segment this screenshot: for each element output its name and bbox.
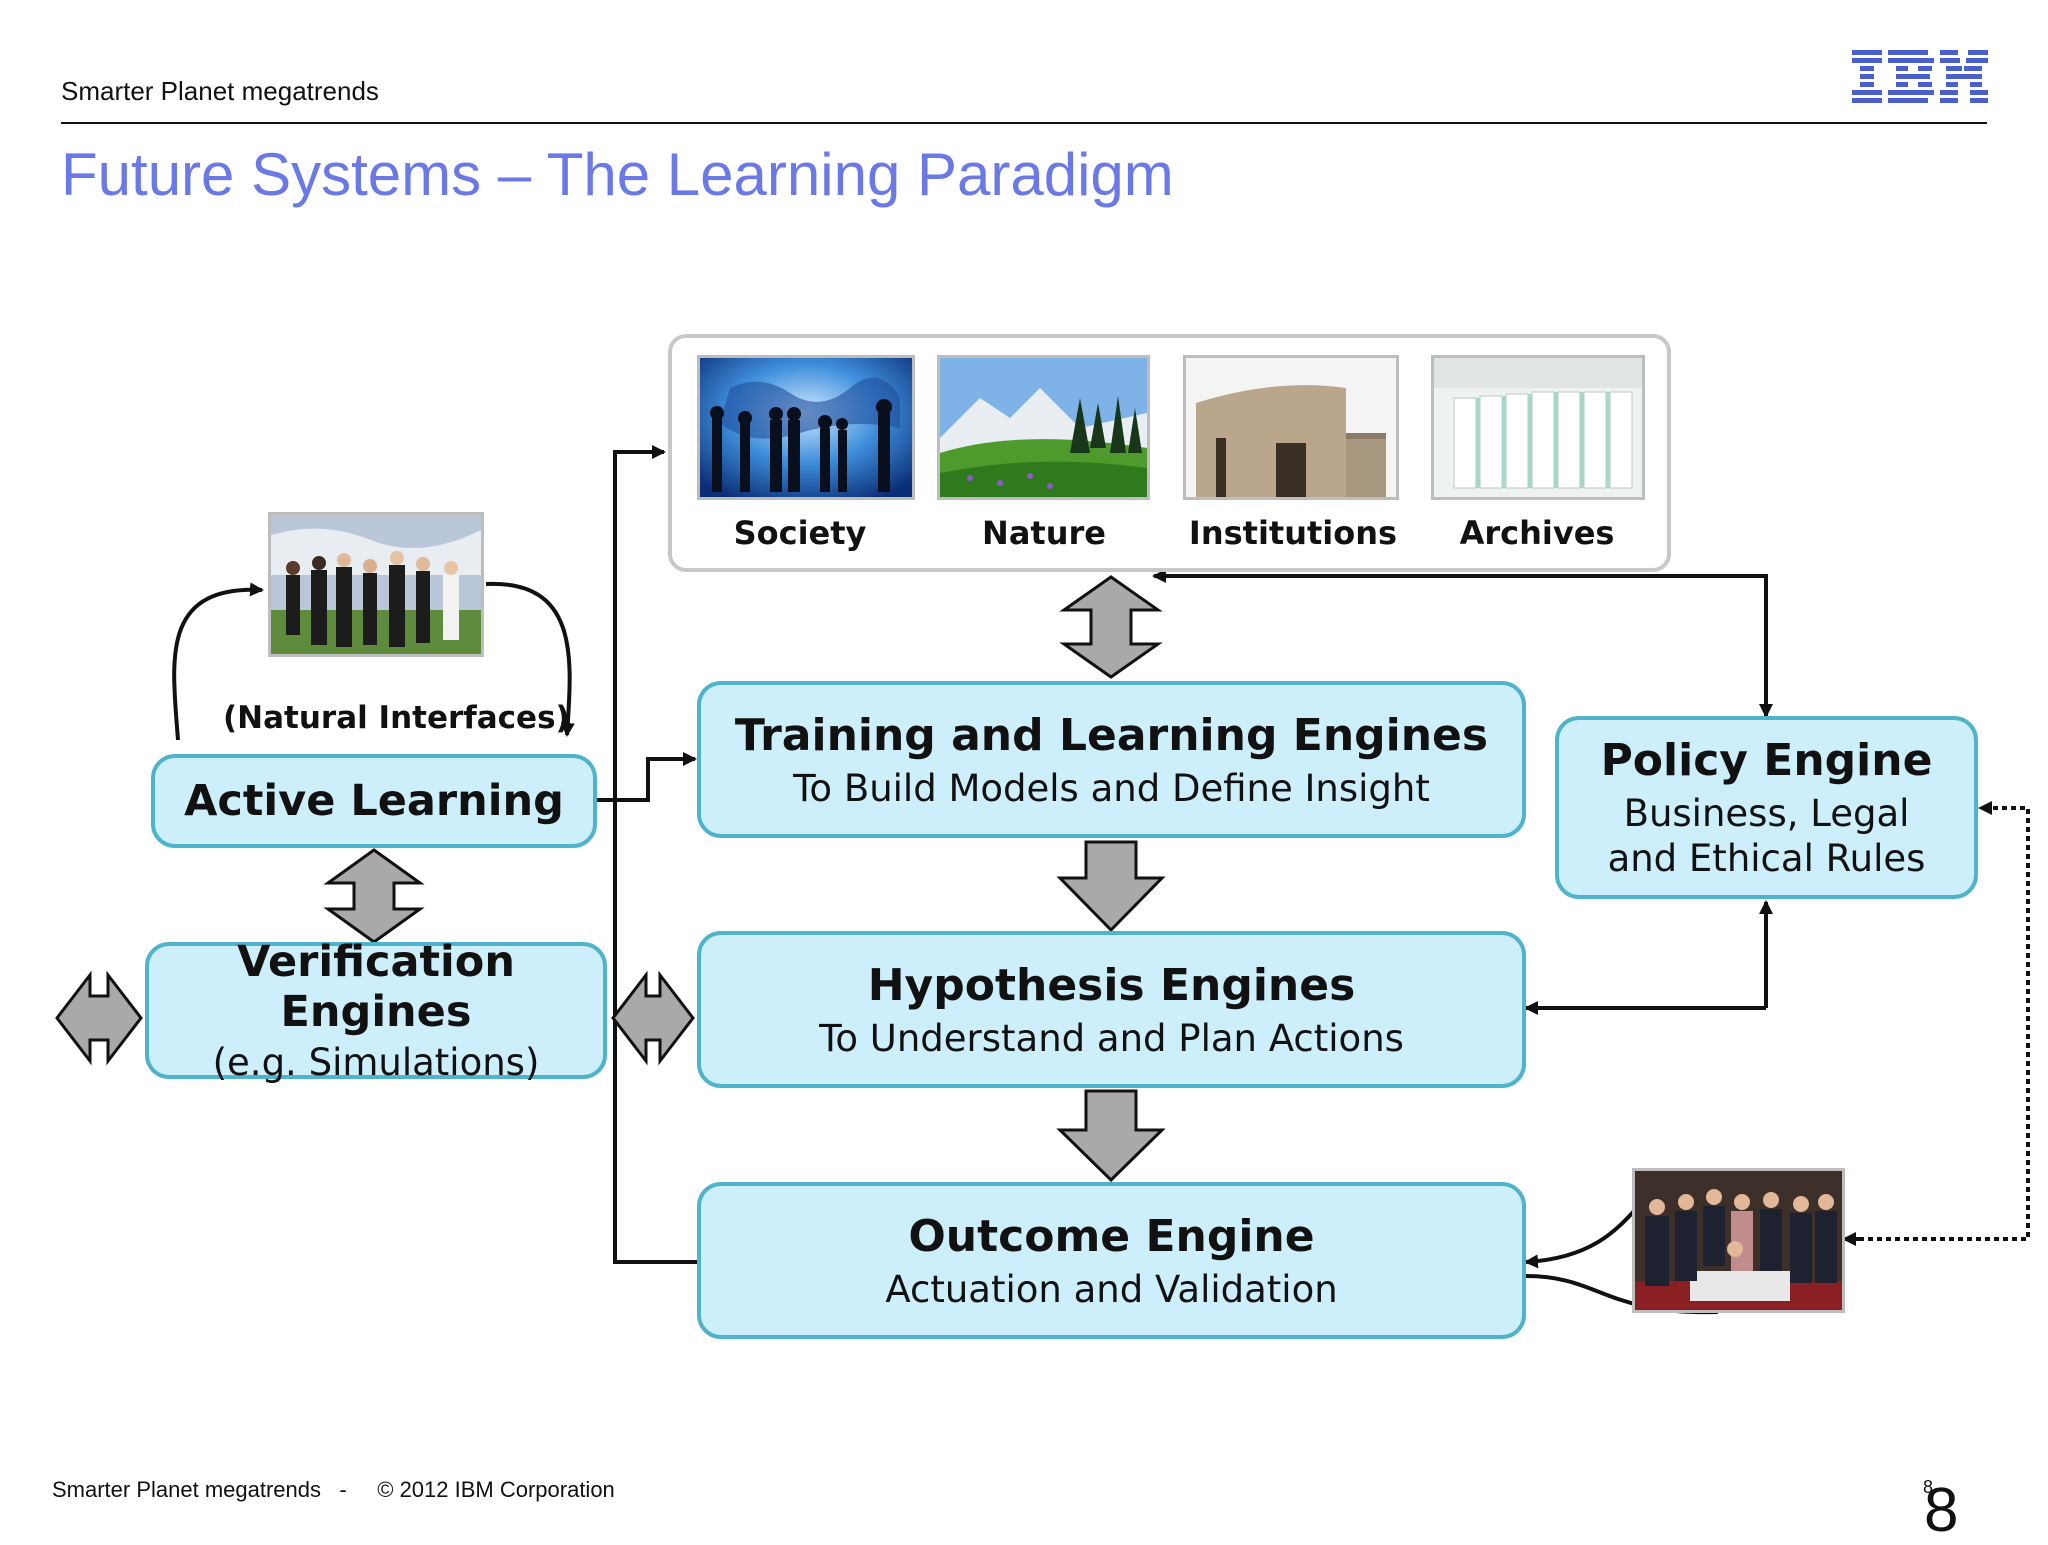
archives-image <box>1431 355 1645 500</box>
policy-engine-subtitle-line2: and Ethical Rules <box>1607 837 1926 880</box>
feedback-line-to-sources <box>613 445 698 1264</box>
source-label-society: Society <box>733 514 867 552</box>
footer-text: Smarter Planet megatrends - © 2012 IBM C… <box>52 1477 615 1502</box>
double-arrow-left-verification <box>55 970 143 1066</box>
header-section-label: Smarter Planet megatrends <box>61 76 379 106</box>
arrow-active-to-people <box>172 582 264 741</box>
dotted-arrow-people-to-policy <box>1850 801 2030 1241</box>
institutions-image <box>1183 355 1399 500</box>
page-number: 8 <box>1924 1476 1959 1545</box>
outcome-engine-box: Outcome Engine Actuation and Validation <box>697 1182 1526 1339</box>
source-label-archives: Archives <box>1459 514 1615 552</box>
people-outdoors-image <box>268 512 484 657</box>
hypothesis-engines-box: Hypothesis Engines To Understand and Pla… <box>697 931 1526 1088</box>
policy-engine-box: Policy Engine Business, Legal and Ethica… <box>1555 716 1978 899</box>
training-engines-subtitle: To Build Models and Define Insight <box>793 766 1430 810</box>
policy-engine-subtitle-line1: Business, Legal <box>1623 792 1910 835</box>
arrow-active-to-training <box>597 752 697 802</box>
double-arrow-verification-hypothesis <box>611 970 695 1066</box>
active-learning-box: Active Learning <box>151 754 597 848</box>
double-arrow-active-verification <box>323 848 425 944</box>
arrow-training-to-hypothesis <box>1056 840 1166 933</box>
ibm-logo <box>1852 44 1988 109</box>
outcome-engine-subtitle: Actuation and Validation <box>885 1267 1338 1311</box>
training-engines-title: Training and Learning Engines <box>734 709 1489 761</box>
active-learning-title: Active Learning <box>184 776 564 826</box>
hypothesis-engines-title: Hypothesis Engines <box>867 959 1356 1011</box>
source-label-institutions: Institutions <box>1188 514 1398 552</box>
verification-engines-subtitle: (e.g. Simulations) <box>212 1041 540 1084</box>
society-image <box>697 355 915 500</box>
nature-image <box>937 355 1150 500</box>
executives-image <box>1632 1168 1845 1313</box>
verification-engines-title: Verification Engines <box>237 937 515 1037</box>
header-divider <box>61 122 1987 124</box>
double-arrow-sources-training <box>1059 575 1163 679</box>
policy-engine-title: Policy Engine <box>1600 735 1933 786</box>
training-learning-engines-box: Training and Learning Engines To Build M… <box>697 681 1526 838</box>
source-label-nature: Nature <box>982 514 1106 552</box>
arrow-people-to-active <box>485 581 575 737</box>
slide-title: Future Systems – The Learning Paradigm <box>61 141 1174 208</box>
verification-engines-box: Verification Engines (e.g. Simulations) <box>145 937 607 1084</box>
arrow-policy-to-sources <box>1152 569 1768 583</box>
arrow-hypothesis-to-outcome <box>1056 1089 1166 1183</box>
natural-interfaces-label: (Natural Interfaces) <box>223 700 570 736</box>
hypothesis-engines-subtitle: To Understand and Plan Actions <box>819 1016 1404 1060</box>
outcome-engine-title: Outcome Engine <box>908 1210 1315 1262</box>
page-number-small: 8 <box>1923 1477 1934 1497</box>
